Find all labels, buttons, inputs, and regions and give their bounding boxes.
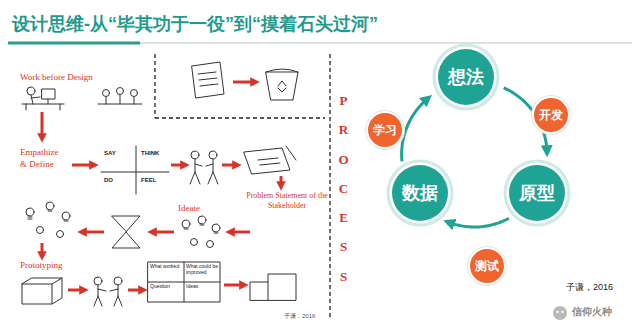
circle-fill — [470, 249, 504, 283]
stage-name: 数据 — [402, 181, 438, 205]
white-ring — [390, 163, 451, 224]
watermark: 信仰火种 — [572, 306, 612, 317]
stage-name: 原型 — [519, 181, 555, 205]
circle-content: 开发 — [531, 95, 571, 135]
table-cell: What worked — [150, 264, 182, 270]
white-ring — [532, 96, 571, 135]
circle-fill — [368, 113, 402, 147]
activity-circle: 测试 — [467, 246, 507, 286]
cycle-arrow — [448, 218, 509, 227]
activity-name: 开发 — [539, 107, 563, 124]
quadrant-label: FEEL — [141, 177, 156, 184]
outer-ring — [433, 44, 500, 111]
white-ring — [436, 47, 497, 108]
activity-circle: 开发 — [531, 95, 571, 135]
author-note: 子谦，2016 — [566, 283, 613, 293]
stage-circle: 数据 — [386, 159, 454, 227]
activity-circle: 学习 — [365, 110, 405, 150]
circle-content: 学习 — [365, 110, 405, 150]
stage-circle: 原型 — [503, 159, 571, 227]
slide-title: 设计思维-从“毕其功于一役”到“摸着石头过河” — [12, 12, 378, 36]
quadrant-label: SAY — [104, 150, 116, 157]
white-ring — [468, 247, 507, 286]
circle-content: 数据 — [386, 159, 454, 227]
activity-name: 学习 — [373, 122, 397, 139]
step-label: Work before Design — [20, 72, 93, 83]
outer-ring — [504, 160, 571, 227]
circle-fill — [509, 165, 565, 221]
author-note: 子谦，2016 — [284, 313, 315, 320]
stage-name: 想法 — [448, 65, 484, 89]
cycle-arrow — [402, 98, 429, 161]
step-label: Prototyping — [20, 260, 63, 271]
quadrant-label: THINK — [141, 150, 159, 157]
circle-content: 想法 — [432, 43, 500, 111]
white-ring — [366, 111, 405, 150]
table-cell: What could be improved — [186, 264, 218, 276]
step-label: Problem Statement of the Stakeholder — [246, 191, 328, 210]
vertical-heading: PROCESS — [337, 86, 350, 291]
step-label: Empathize & Define — [20, 146, 62, 170]
circle-fill — [534, 98, 568, 132]
white-ring — [507, 163, 568, 224]
table-cell: Ideas — [186, 284, 218, 290]
circle-fill — [438, 49, 494, 105]
quadrant-label: DO — [104, 177, 113, 184]
activity-name: 测试 — [475, 258, 499, 275]
outer-ring — [387, 160, 454, 227]
stage-circle: 想法 — [432, 43, 500, 111]
circle-fill — [392, 165, 448, 221]
table-cell: Question — [150, 284, 182, 290]
step-label: Ideate — [178, 203, 200, 214]
circle-content: 测试 — [467, 246, 507, 286]
circle-content: 原型 — [503, 159, 571, 227]
